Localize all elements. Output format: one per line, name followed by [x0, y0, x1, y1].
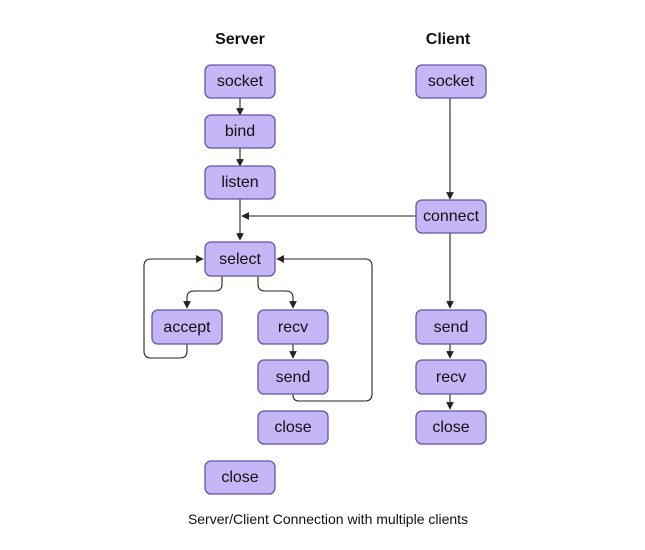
server-close-label: close [221, 469, 258, 486]
edge-accept-to-select [143, 255, 204, 359]
client-close-node: close [415, 410, 487, 445]
server-recv-node: recv [257, 309, 329, 345]
server-select-node: select [204, 241, 276, 277]
server-bind-label: bind [225, 123, 255, 140]
client-socket-label: socket [428, 73, 475, 90]
client-socket-node: socket [415, 64, 487, 99]
server-column-header: Server [215, 31, 265, 48]
client-connect-node: connect [415, 199, 487, 234]
server-select-label: select [219, 251, 261, 268]
server-bind-node: bind [204, 114, 276, 149]
server-recv-label: recv [278, 319, 308, 336]
server-send-label: send [276, 369, 311, 386]
server-listen-label: listen [221, 174, 258, 191]
client-send-label: send [434, 319, 469, 336]
client-recv-label: recv [436, 369, 466, 386]
edge-send-to-select [276, 255, 373, 402]
server-close-node: close [204, 460, 276, 495]
client-close-label: close [432, 419, 469, 436]
client-connect-label: connect [423, 208, 480, 225]
edges [143, 98, 454, 410]
server-socket-node: socket [204, 64, 276, 99]
server-send-node: send [257, 359, 329, 395]
server-socket-label: socket [217, 73, 264, 90]
edge-select-to-recv [257, 276, 297, 309]
server-accept-label: accept [163, 319, 211, 336]
client-send-node: send [415, 309, 487, 345]
client-column-header: Client [426, 31, 471, 48]
server-accept-node: accept [151, 309, 223, 345]
client-recv-node: recv [415, 359, 487, 395]
diagram-caption: Server/Client Connection with multiple c… [188, 511, 468, 527]
server-close-connection-node: close [257, 410, 329, 445]
server-listen-node: listen [204, 165, 276, 200]
edge-select-to-accept [183, 276, 223, 309]
server-close-connection-label: close [274, 419, 311, 436]
